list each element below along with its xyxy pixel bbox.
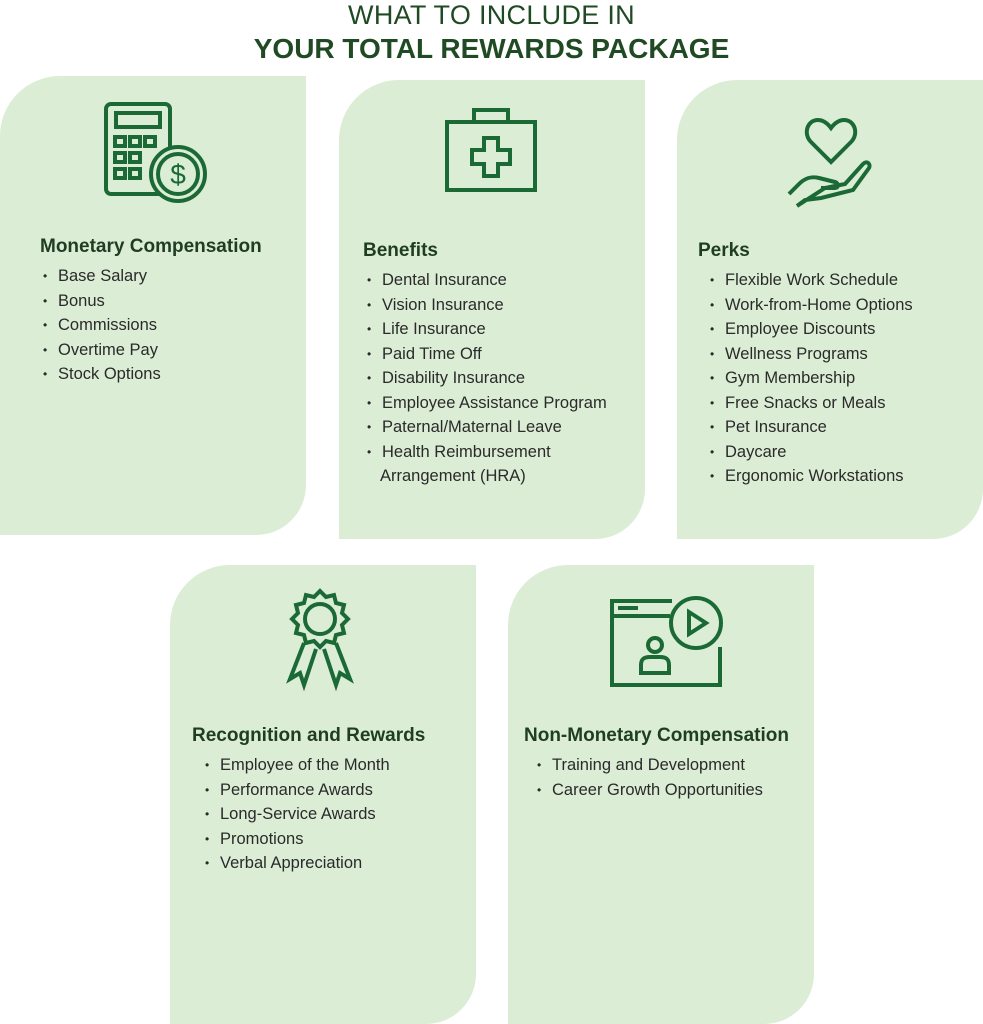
list-item: Stock Options [43,362,161,387]
card-perks: Perks Flexible Work Schedule Work-from-H… [677,80,983,539]
item-list: Training and Development Career Growth O… [537,753,763,802]
list-item: Verbal Appreciation [205,851,390,876]
list-item: Ergonomic Workstations [710,464,913,489]
title-line-2: YOUR TOTAL REWARDS PACKAGE [253,33,730,64]
video-training-icon [508,587,814,697]
list-item: Base Salary [43,264,161,289]
card-heading: Recognition and Rewards [192,725,426,746]
list-item: Employee Assistance Program [367,391,607,416]
list-item: Employee Discounts [710,317,913,342]
list-item: Pet Insurance [710,415,913,440]
list-item: Paternal/Maternal Leave [367,415,607,440]
item-list: Dental Insurance Vision Insurance Life I… [367,268,607,489]
card-recognition-rewards: Recognition and Rewards Employee of the … [170,565,476,1024]
card-heading: Monetary Compensation [40,236,262,257]
card-heading: Benefits [363,240,438,261]
calculator-dollar-icon: $ [0,98,306,208]
list-item: Health Reimbursement [367,440,607,465]
card-monetary-compensation: $ Monetary Compensation Base Salary Bonu… [0,76,306,535]
medical-kit-icon [339,102,645,212]
heart-hand-icon [677,102,983,212]
list-item: Career Growth Opportunities [537,778,763,803]
list-item: Flexible Work Schedule [710,268,913,293]
list-item: Vision Insurance [367,293,607,318]
list-item: Disability Insurance [367,366,607,391]
list-item: Gym Membership [710,366,913,391]
award-ribbon-icon [170,587,476,697]
card-benefits: Benefits Dental Insurance Vision Insuran… [339,80,645,539]
list-item: Daycare [710,440,913,465]
list-item: Dental Insurance [367,268,607,293]
list-item: Paid Time Off [367,342,607,367]
card-non-monetary-compensation: Non-Monetary Compensation Training and D… [508,565,814,1024]
list-item: Long-Service Awards [205,802,390,827]
item-list: Base Salary Bonus Commissions Overtime P… [43,264,161,387]
list-item: Commissions [43,313,161,338]
list-item: Life Insurance [367,317,607,342]
list-item: Free Snacks or Meals [710,391,913,416]
title-line-1: WHAT TO INCLUDE IN [348,0,635,30]
list-item: Promotions [205,827,390,852]
list-item: Overtime Pay [43,338,161,363]
card-heading: Perks [698,240,750,261]
list-item: Wellness Programs [710,342,913,367]
list-item-continuation: Arrangement (HRA) [380,467,526,485]
list-item: Training and Development [537,753,763,778]
item-list: Flexible Work Schedule Work-from-Home Op… [710,268,913,489]
list-item: Employee of the Month [205,753,390,778]
item-list: Employee of the Month Performance Awards… [205,753,390,876]
list-item: Work-from-Home Options [710,293,913,318]
list-item: Bonus [43,289,161,314]
list-item: Performance Awards [205,778,390,803]
card-heading: Non-Monetary Compensation [524,725,789,746]
svg-text:$: $ [170,159,186,190]
